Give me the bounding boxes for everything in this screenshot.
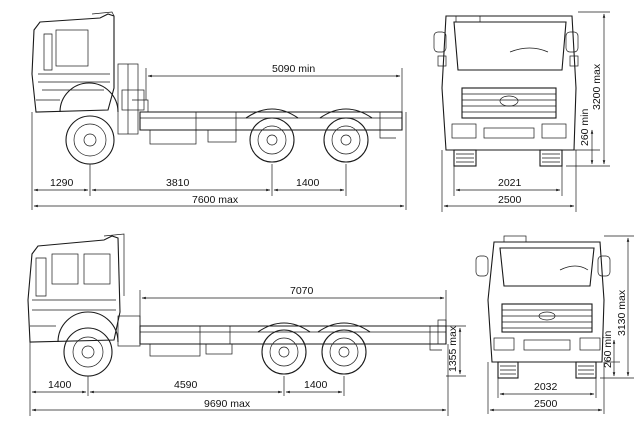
top-front-overhang-label: 1290 bbox=[50, 177, 74, 189]
top-front-wheel bbox=[65, 115, 115, 165]
bottom-clearance-label: 260 min bbox=[602, 330, 614, 368]
bottom-front-dimensions: 2032 2500 3130 max 260 min bbox=[487, 235, 634, 414]
bottom-track-label: 2032 bbox=[534, 381, 558, 393]
top-rear-wheel-2 bbox=[323, 117, 369, 163]
bottom-rear-wheel-2 bbox=[321, 329, 367, 375]
top-side-view: 5090 min 1290 3810 1400 7600 max bbox=[31, 11, 407, 210]
bottom-width-label: 2500 bbox=[534, 398, 558, 410]
bottom-frame-height-label: 1355 max bbox=[447, 325, 459, 372]
bottom-frame-length-label: 7070 bbox=[290, 285, 314, 297]
top-width-label: 2500 bbox=[498, 194, 522, 206]
top-wheelbase-label: 3810 bbox=[166, 177, 190, 189]
bottom-length-label: 9690 max bbox=[204, 398, 251, 410]
top-clearance-label: 260 min bbox=[579, 108, 591, 146]
bottom-side-view: 7070 1400 4590 1400 9690 max 1355 max bbox=[27, 233, 466, 416]
bottom-front-wheel bbox=[63, 327, 113, 377]
top-rear-wheel-1 bbox=[249, 117, 295, 163]
top-side-dimensions: 5090 min 1290 3810 1400 7600 max bbox=[31, 63, 407, 210]
top-bogie-label: 1400 bbox=[296, 177, 320, 189]
top-length-label: 7600 max bbox=[192, 194, 239, 206]
top-front-view: 2021 2500 3200 max 260 min bbox=[433, 11, 610, 212]
top-frame-min-label: 5090 min bbox=[272, 63, 315, 75]
top-frame bbox=[132, 99, 403, 145]
bottom-cab bbox=[27, 233, 141, 347]
top-front-dimensions: 2021 2500 3200 max 260 min bbox=[441, 11, 610, 212]
bottom-front-overhang-label: 1400 bbox=[48, 379, 72, 391]
top-cab bbox=[31, 11, 145, 135]
bottom-height-label: 3130 max bbox=[616, 289, 628, 336]
bottom-bogie-label: 1400 bbox=[304, 379, 328, 391]
bottom-frame bbox=[139, 319, 447, 357]
bottom-side-dimensions: 7070 1400 4590 1400 9690 max 1355 max bbox=[29, 285, 466, 416]
bottom-rear-wheel-1 bbox=[261, 329, 307, 375]
bottom-front-view: 2032 2500 3130 max 260 min bbox=[475, 235, 634, 414]
top-track-label: 2021 bbox=[498, 177, 522, 189]
top-height-label: 3200 max bbox=[591, 63, 603, 110]
bottom-wheelbase-label: 4590 bbox=[174, 379, 198, 391]
